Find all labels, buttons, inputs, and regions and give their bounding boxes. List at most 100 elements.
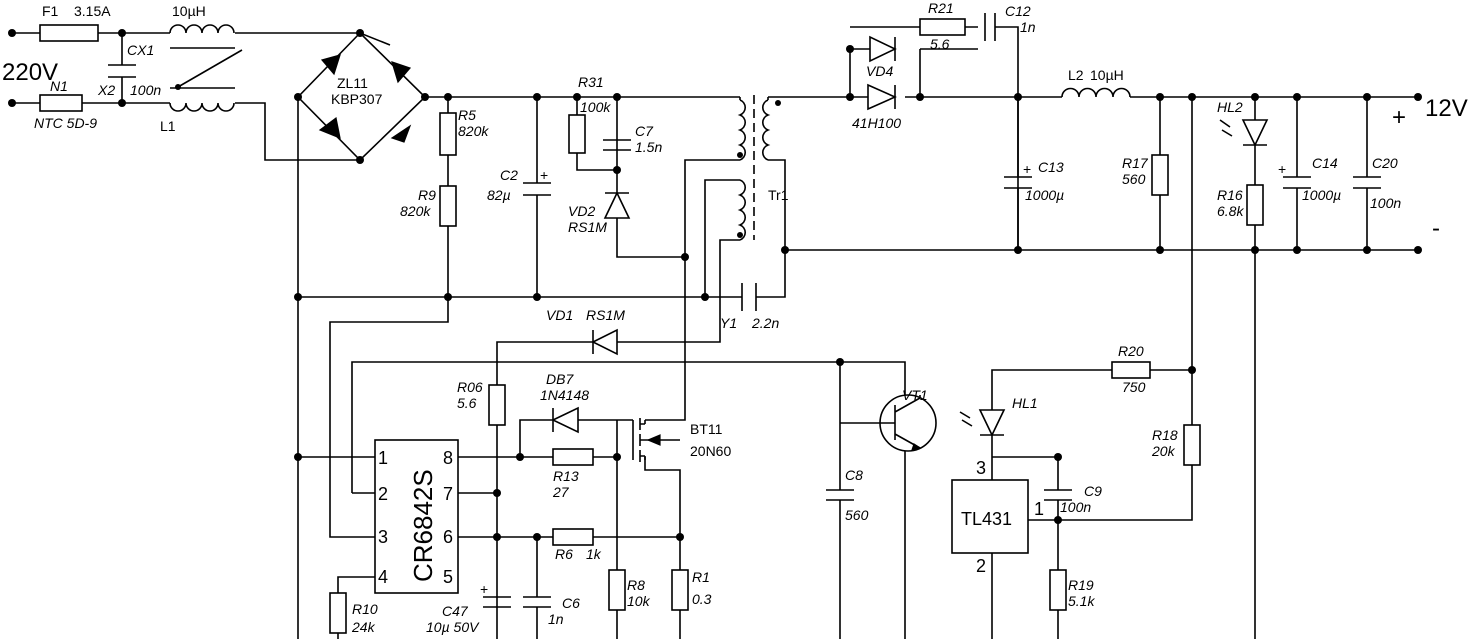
capacitor-cx1 (108, 64, 136, 78)
label-plus-terminal: + (1392, 104, 1406, 131)
label-r06: R06 (457, 379, 483, 395)
junction-dots (8, 29, 1422, 541)
resistor-r10 (329, 592, 347, 634)
label-r17-value: 560 (1122, 171, 1146, 187)
label-c47-value: 10µ 50V (426, 619, 480, 635)
label-l2: L2 (1068, 67, 1084, 83)
choke-l1-bottom-coil (169, 102, 235, 112)
label-pin-2: 2 (378, 484, 388, 504)
resistor-r21 (919, 18, 966, 36)
led-hl1 (978, 409, 1006, 437)
label-r13: R13 (553, 468, 579, 484)
resistor-r31 (568, 114, 586, 154)
ic-cr6842s (374, 439, 459, 594)
label-r16: R16 (1217, 187, 1243, 203)
label-tr1: Tr1 (768, 187, 789, 203)
label-c14: C14 (1312, 155, 1338, 171)
label-l2-value: 10µH (1090, 67, 1124, 83)
ic-tl431 (951, 479, 1029, 554)
resistor-r16 (1246, 184, 1264, 226)
label-r06-value: 5.6 (457, 395, 477, 411)
label-r31: R31 (578, 74, 604, 90)
label-c2: C2 (500, 167, 518, 183)
label-r21: R21 (928, 0, 954, 16)
label-pin-5: 5 (443, 567, 453, 587)
label-r16-value: 6.8k (1217, 203, 1244, 219)
label-l1: L1 (160, 118, 176, 134)
label-minus-terminal: - (1432, 215, 1440, 242)
label-r5-value: 820k (458, 123, 489, 139)
label-zl11: ZL11 (337, 75, 368, 91)
transformer-primary (737, 99, 746, 161)
resistor-r18 (1183, 424, 1201, 466)
label-r10: R10 (352, 601, 378, 617)
label-c13-plus: + (1023, 161, 1031, 177)
resistor-r8 (608, 569, 626, 611)
label-c6: C6 (562, 595, 580, 611)
inductor-l2 (1061, 87, 1131, 98)
label-r19: R19 (1068, 577, 1094, 593)
diode-vd4-top (869, 35, 897, 63)
label-c14-plus: + (1278, 161, 1286, 177)
led-hl2 (1241, 119, 1269, 147)
capacitor-c12 (984, 13, 996, 41)
diode-vd4-bottom (867, 83, 897, 111)
diode-db7 (551, 406, 579, 434)
label-db7-value: 1N4148 (540, 387, 589, 403)
transformer-aux (737, 179, 746, 241)
label-r20: R20 (1118, 343, 1144, 359)
label-n1: N1 (50, 78, 68, 94)
label-r10-value: 24k (351, 619, 376, 635)
label-y1: Y1 (720, 315, 737, 331)
label-c12-value: 1n (1020, 19, 1036, 35)
label-r31-value: 100k (580, 99, 611, 115)
label-bt11-value: 20N60 (690, 443, 731, 459)
label-r20-value: 750 (1122, 379, 1146, 395)
label-c2-plus: + (540, 167, 548, 183)
label-r1-value: 0.3 (692, 591, 712, 607)
label-pin-6: 6 (443, 527, 453, 547)
label-vd2: VD2 (568, 203, 595, 219)
label-db7: DB7 (546, 371, 574, 387)
label-220v: 220V (2, 59, 58, 86)
bridge-diode-2 (391, 61, 412, 84)
label-choke-value: 10µH (172, 3, 206, 19)
label-vd4-value: 41H100 (852, 115, 901, 131)
capacitor-c47 (483, 596, 511, 608)
label-pin-1: 1 (378, 448, 388, 468)
label-vd1: VD1 (546, 307, 573, 323)
capacitor-c14 (1283, 176, 1311, 189)
label-y1-value: 2.2n (751, 315, 779, 331)
label-cx1: CX1 (127, 42, 154, 58)
label-12v: 12V (1425, 95, 1468, 122)
label-r6: R6 (555, 546, 573, 562)
label-pin-3: 3 (378, 527, 388, 547)
label-c7: C7 (635, 123, 654, 139)
bridge-diode-1 (320, 54, 341, 76)
label-tl431-pin-2: 2 (976, 556, 986, 576)
label-f1: F1 (42, 3, 59, 19)
capacitor-c6 (523, 596, 551, 608)
label-c13: C13 (1038, 159, 1064, 175)
label-r8: R8 (627, 577, 645, 593)
label-f1-value: 3.15A (74, 3, 111, 19)
transformer-secondary (762, 99, 771, 161)
resistor-r1 (671, 569, 689, 611)
label-tl431-pin-3: 3 (976, 458, 986, 478)
bridge-diode-4 (390, 124, 412, 143)
label-vd1-value: RS1M (586, 307, 625, 323)
resistor-r17 (1151, 154, 1169, 196)
label-r1: R1 (692, 569, 710, 585)
label-vd2-value: RS1M (568, 219, 607, 235)
resistor-r5 (439, 112, 457, 156)
label-x2: X2 (97, 82, 115, 98)
capacitor-c13 (1004, 176, 1032, 189)
bridge-diode-3 (318, 116, 341, 139)
diode-vd2 (603, 191, 631, 219)
label-c9: C9 (1084, 483, 1102, 499)
label-r5: R5 (458, 107, 476, 123)
label-cx1-value: 100n (130, 82, 161, 98)
resistor-r6 (552, 528, 594, 546)
label-r17: R17 (1122, 155, 1149, 171)
